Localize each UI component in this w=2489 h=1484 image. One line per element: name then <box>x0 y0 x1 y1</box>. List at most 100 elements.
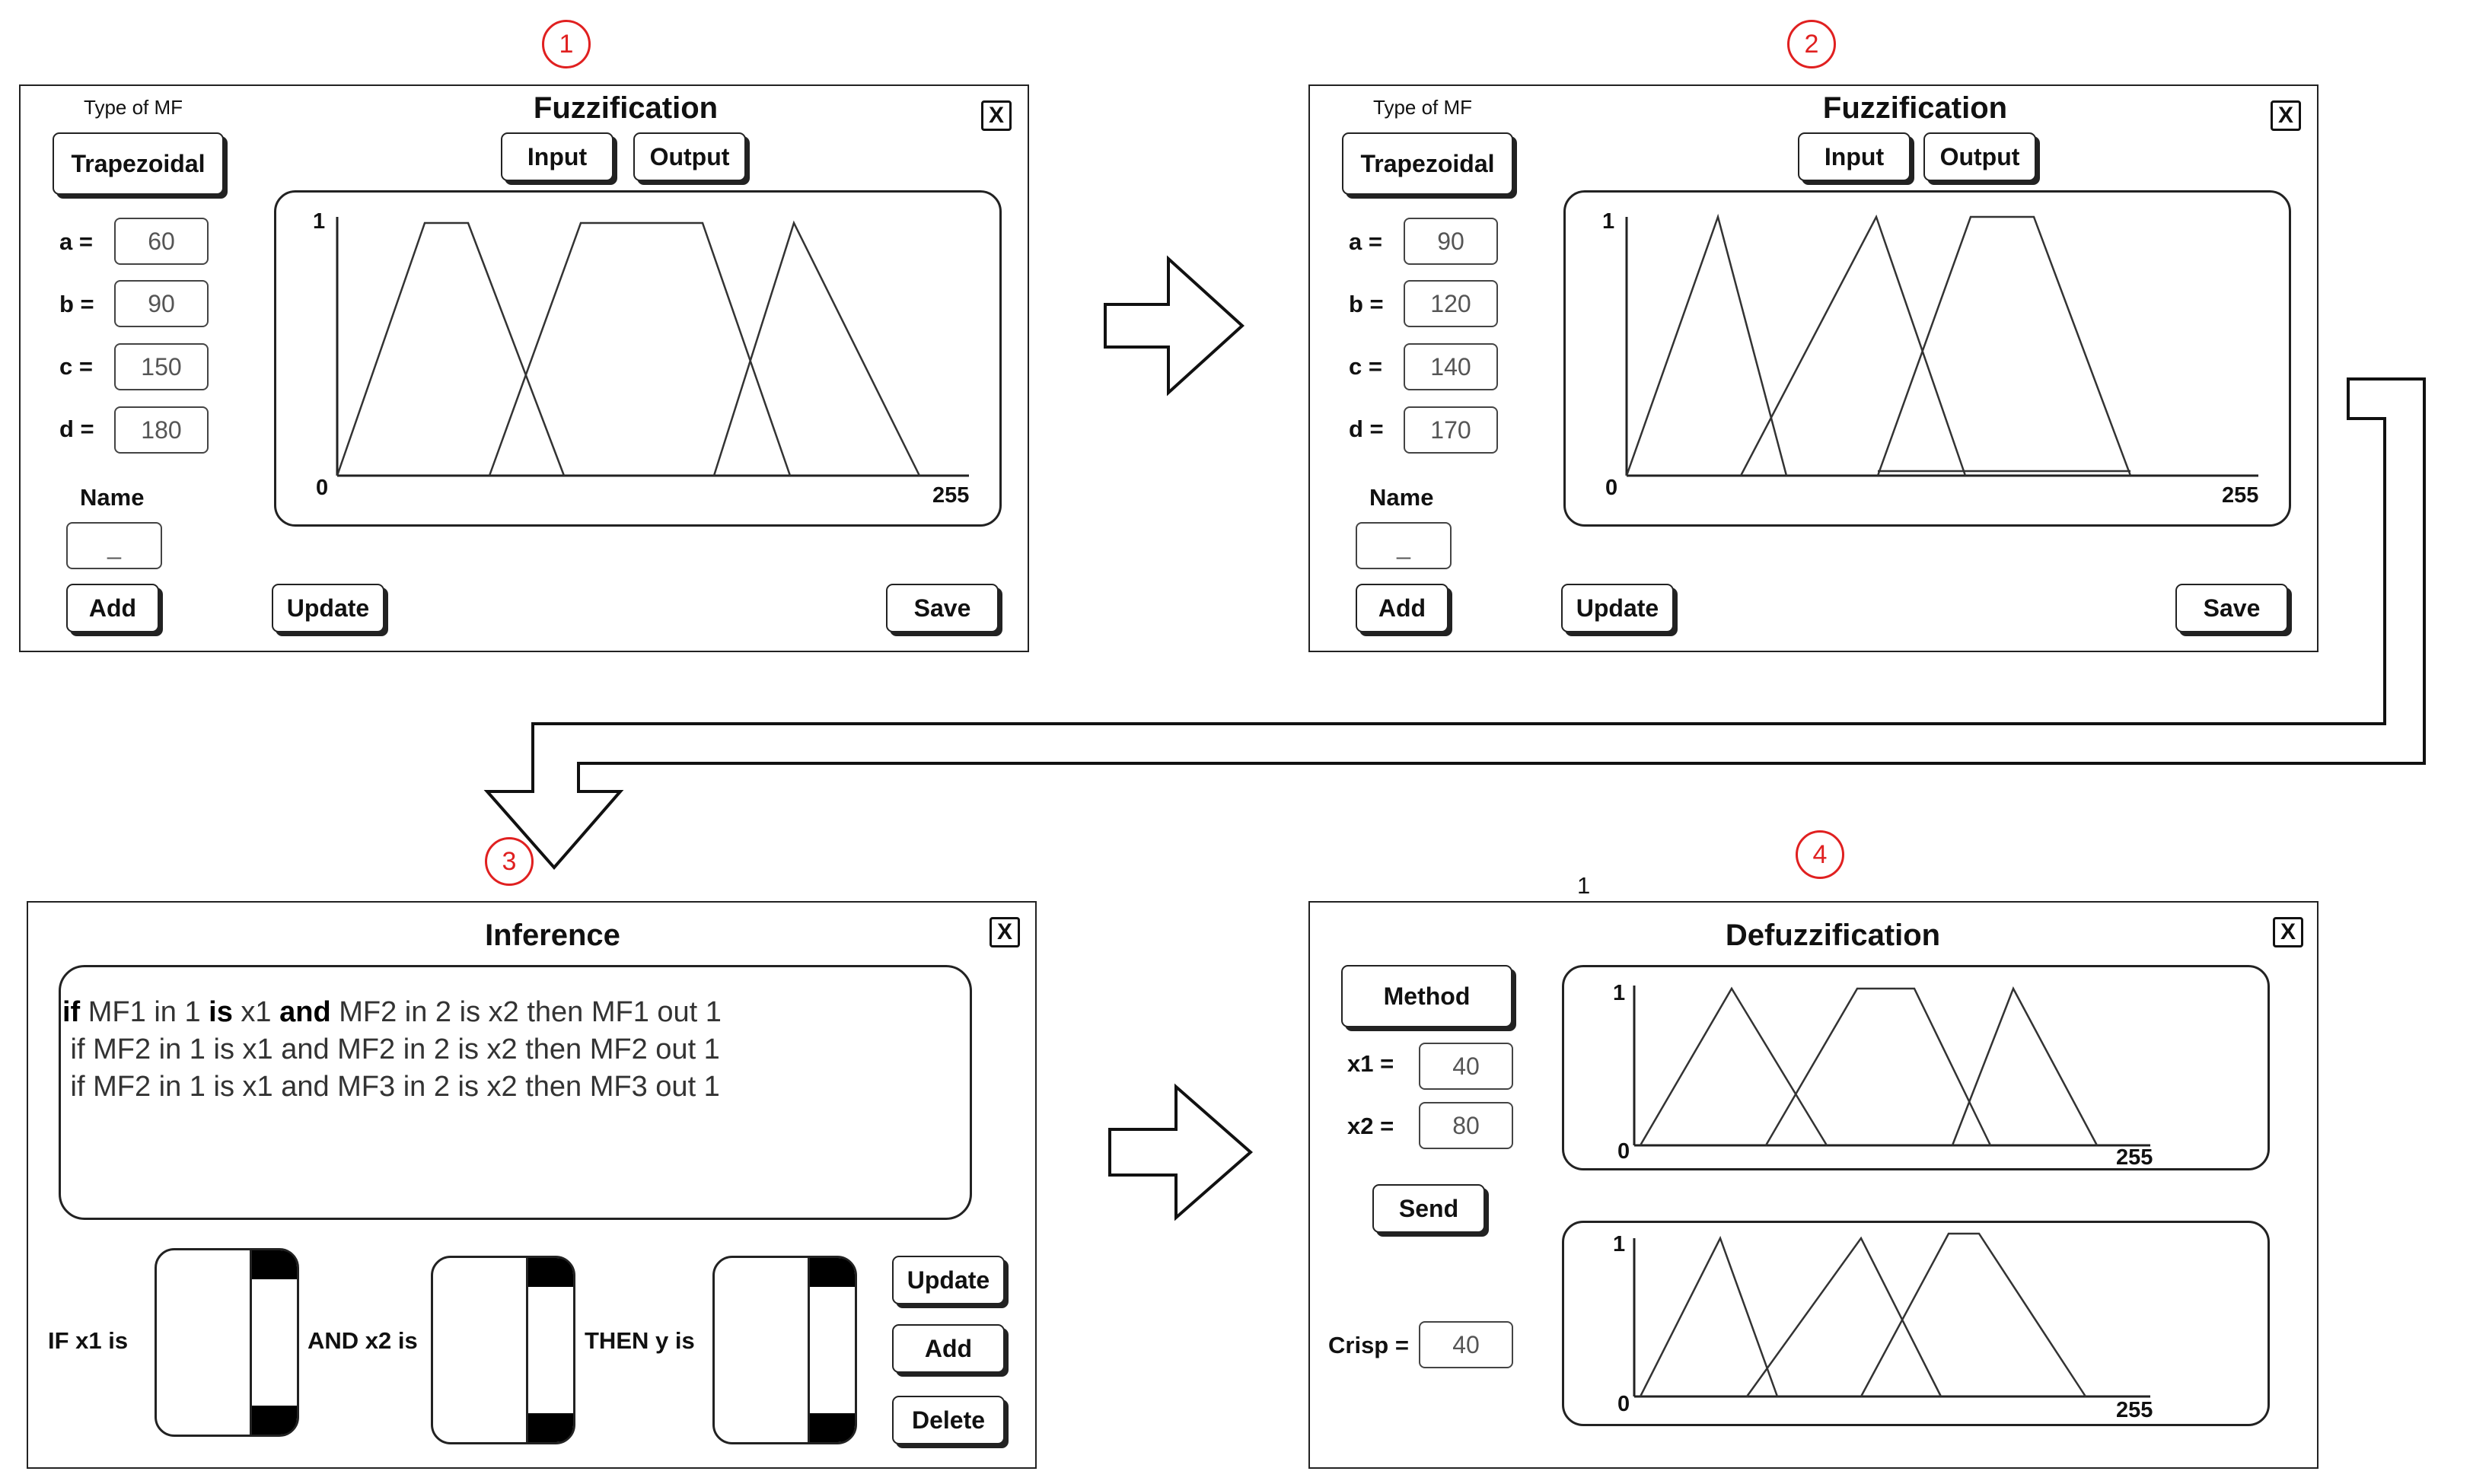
update-rule-button[interactable]: Update <box>892 1256 1005 1304</box>
close-icon[interactable]: X <box>2271 100 2301 131</box>
x-max-label: 255 <box>932 483 970 508</box>
x1-term-listbox[interactable] <box>155 1248 299 1437</box>
field-a-label: a = <box>1349 228 1382 255</box>
x-max-label: 255 <box>2116 1398 2153 1422</box>
x-max-label: 255 <box>2222 483 2259 508</box>
add-button[interactable]: Add <box>66 584 159 632</box>
field-b-label: b = <box>59 291 94 317</box>
field-c-input[interactable]: 150 <box>114 343 209 390</box>
step-badge-2: 2 <box>1787 20 1836 68</box>
scrollbar[interactable] <box>526 1258 573 1442</box>
x-max-label: 255 <box>2116 1145 2153 1170</box>
x-min-label: 0 <box>316 476 329 500</box>
crisp-label: Crisp = <box>1328 1332 1409 1358</box>
x2-term-listbox[interactable] <box>431 1256 575 1444</box>
input-membership-plot: 1 0 255 <box>1562 965 2270 1170</box>
then-y-label: THEN y is <box>585 1327 695 1354</box>
name-label: Name <box>1369 484 1434 511</box>
x-min-label: 0 <box>1605 476 1618 500</box>
y-term-listbox[interactable] <box>712 1256 857 1444</box>
field-d-label: d = <box>59 416 94 442</box>
field-c-label: c = <box>59 353 93 380</box>
membership-curves <box>1633 1232 2150 1398</box>
close-icon[interactable]: X <box>981 100 1012 131</box>
rule-row[interactable]: if MF2 in 1 is x1 and MF2 in 2 is x2 the… <box>62 1033 720 1065</box>
save-button[interactable]: Save <box>886 584 999 632</box>
output-tab-button[interactable]: Output <box>1923 132 2036 181</box>
x-min-label: 0 <box>1617 1392 1630 1416</box>
input-tab-button[interactable]: Input <box>1798 132 1911 181</box>
field-a-input[interactable]: 60 <box>114 218 209 265</box>
panel-title: Fuzzification <box>1822 91 2008 125</box>
field-c-input[interactable]: 140 <box>1404 343 1498 390</box>
connector-down-arrow-icon <box>483 377 2426 871</box>
y-max-label: 1 <box>313 209 326 234</box>
membership-plot: 1 0 255 <box>274 190 1002 527</box>
field-b-input[interactable]: 90 <box>114 280 209 327</box>
x2-label: x2 = <box>1347 1113 1394 1139</box>
save-button[interactable]: Save <box>2175 584 2288 632</box>
scrollbar[interactable] <box>808 1258 855 1442</box>
x-min-label: 0 <box>1617 1139 1630 1164</box>
field-d-input[interactable]: 170 <box>1404 406 1498 454</box>
name-input[interactable]: _ <box>66 522 162 569</box>
field-c-label: c = <box>1349 353 1382 380</box>
stray-label: 1 <box>1577 872 1591 899</box>
y-max-label: 1 <box>1602 209 1615 234</box>
field-b-label: b = <box>1349 291 1384 317</box>
panel-title: Defuzzification <box>1725 919 1941 952</box>
scroll-up-handle[interactable] <box>252 1250 297 1279</box>
output-membership-plot: 1 0 255 <box>1562 1221 2270 1426</box>
right-arrow-icon <box>1108 1083 1254 1221</box>
scroll-up-handle[interactable] <box>528 1258 573 1287</box>
and-x2-label: AND x2 is <box>308 1327 418 1354</box>
input-tab-button[interactable]: Input <box>501 132 613 181</box>
step-badge-4: 4 <box>1796 830 1844 879</box>
close-icon[interactable]: X <box>2273 917 2303 947</box>
close-icon[interactable]: X <box>990 917 1020 947</box>
update-button[interactable]: Update <box>272 584 384 632</box>
field-a-label: a = <box>59 228 93 255</box>
update-button[interactable]: Update <box>1561 584 1674 632</box>
field-d-label: d = <box>1349 416 1384 442</box>
add-rule-button[interactable]: Add <box>892 1324 1005 1373</box>
mf-type-button[interactable]: Trapezoidal <box>53 132 224 195</box>
delete-rule-button[interactable]: Delete <box>892 1396 1005 1444</box>
add-button[interactable]: Add <box>1356 584 1448 632</box>
method-button[interactable]: Method <box>1341 965 1512 1027</box>
field-b-input[interactable]: 120 <box>1404 280 1498 327</box>
right-arrow-icon <box>1104 255 1244 396</box>
scroll-down-handle[interactable] <box>810 1413 855 1442</box>
type-of-mf-label: Type of MF <box>84 96 183 119</box>
panel-title: Inference <box>485 919 620 952</box>
rules-list <box>59 965 972 1220</box>
y-max-label: 1 <box>1613 981 1626 1005</box>
mf-type-button[interactable]: Trapezoidal <box>1342 132 1513 195</box>
field-d-input[interactable]: 180 <box>114 406 209 454</box>
name-label: Name <box>80 484 145 511</box>
membership-plot: 1 0 255 <box>1563 190 2291 527</box>
scroll-down-handle[interactable] <box>252 1406 297 1435</box>
name-input[interactable]: _ <box>1356 522 1452 569</box>
scrollbar[interactable] <box>250 1250 297 1435</box>
field-a-input[interactable]: 90 <box>1404 218 1498 265</box>
scroll-up-handle[interactable] <box>810 1258 855 1287</box>
type-of-mf-label: Type of MF <box>1373 96 1473 119</box>
rule-row[interactable]: if MF1 in 1 is x1 and MF2 in 2 is x2 the… <box>62 996 722 1028</box>
y-max-label: 1 <box>1613 1232 1626 1256</box>
x1-label: x1 = <box>1347 1050 1394 1077</box>
output-tab-button[interactable]: Output <box>633 132 746 181</box>
panel-title: Fuzzification <box>533 91 719 125</box>
if-x1-label: IF x1 is <box>48 1327 129 1354</box>
crisp-output: 40 <box>1419 1321 1513 1368</box>
send-button[interactable]: Send <box>1372 1184 1485 1233</box>
membership-curves <box>1633 986 2150 1147</box>
scroll-down-handle[interactable] <box>528 1413 573 1442</box>
step-badge-1: 1 <box>542 20 591 68</box>
step-badge-3: 3 <box>485 837 534 886</box>
membership-curves <box>1625 213 2258 477</box>
x2-input[interactable]: 80 <box>1419 1102 1513 1149</box>
membership-curves <box>336 217 969 477</box>
x1-input[interactable]: 40 <box>1419 1043 1513 1090</box>
rule-row[interactable]: if MF2 in 1 is x1 and MF3 in 2 is x2 the… <box>62 1071 720 1103</box>
